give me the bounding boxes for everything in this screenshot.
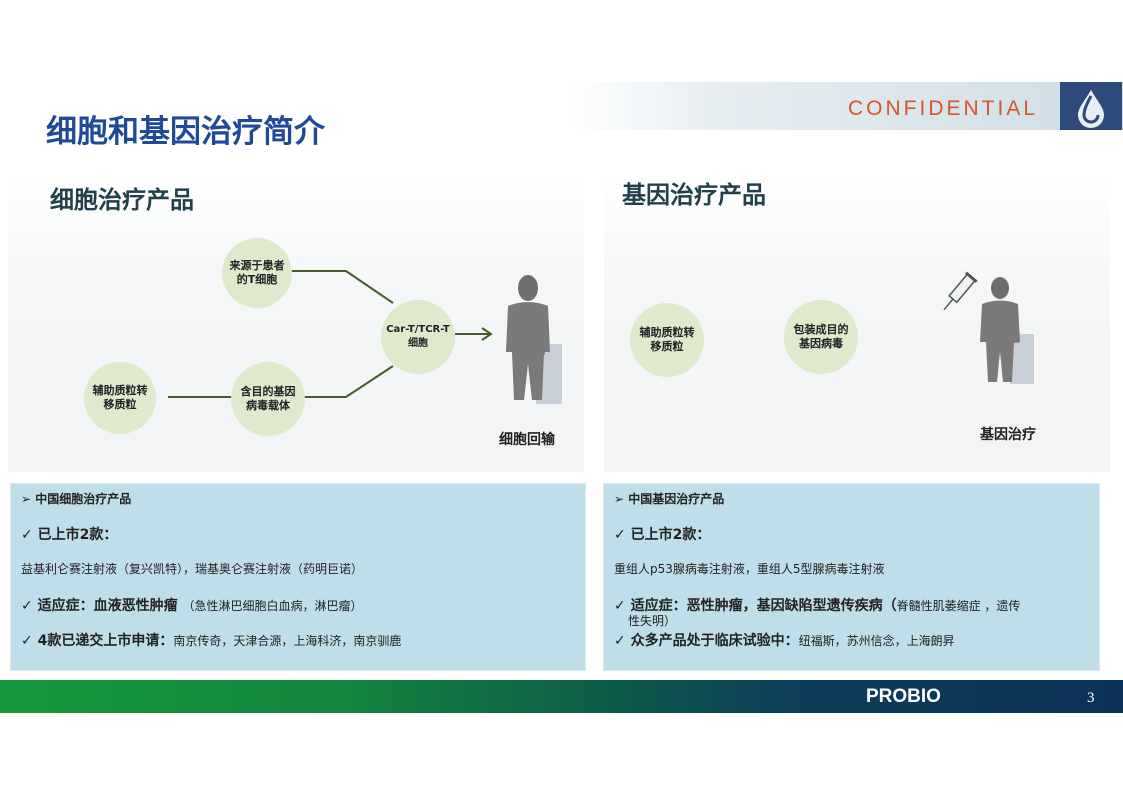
gene-therapy-title: 基因治疗产品 — [622, 181, 766, 209]
check-mark-icon: ✓ — [614, 598, 631, 614]
node-viral-vector: 含目的基因病毒载体 — [231, 362, 305, 436]
cell-indication: ✓ 适应症：血液恶性肿瘤 （急性淋巴细胞白血病，淋巴瘤） — [21, 598, 363, 614]
arrow-head-cart — [481, 327, 493, 341]
gene-person-silhouette-icon — [980, 277, 1034, 384]
node-packaged-virus: 包装成目的基因病毒 — [784, 300, 858, 374]
cell-therapy-title: 细胞治疗产品 — [50, 186, 194, 214]
gene-trials: ✓ 众多产品处于临床试验中：纽福斯，苏州信念，上海朗昇 — [614, 633, 955, 649]
check-mark-icon: ✓ — [614, 633, 631, 649]
cell-info-heading: ➢ 中国细胞治疗产品 — [21, 492, 132, 506]
footer-band — [0, 680, 1123, 713]
person-silhouette-icon — [506, 275, 562, 404]
header-band — [570, 82, 1123, 130]
gene-indication-cont: 性失明） — [628, 614, 677, 628]
brand-logo-text: PROBIO — [866, 686, 941, 707]
node-gene-plasmid: 辅助质粒转移质粒 — [630, 303, 704, 377]
gene-indication: ✓ 适应症：恶性肿瘤，基因缺陷型遗传疾病（脊髓性肌萎缩症 ，遗传 — [614, 598, 1021, 614]
water-drop-icon — [1078, 90, 1104, 128]
check-mark-icon: ✓ — [21, 527, 38, 543]
node-patient-t-cells: 来源于患者的T细胞 — [222, 238, 292, 308]
gene-info-box: ➢ 中国基因治疗产品 ✓ 已上市2款： 重组人p53腺病毒注射液，重组人5型腺病… — [603, 483, 1100, 671]
gene-info-heading: ➢ 中国基因治疗产品 — [614, 492, 725, 506]
triangle-bullet-icon: ➢ — [21, 492, 36, 506]
gene-listed-label: ✓ 已上市2款： — [614, 527, 711, 543]
confidential-label: CONFIDENTIAL — [848, 97, 1039, 120]
cell-submitted: ✓ 4款已递交上市申请：南京传奇，天津合源，上海科济，南京驯鹿 — [21, 633, 402, 649]
syringe-icon — [943, 271, 978, 311]
page-number: 3 — [1087, 690, 1095, 706]
check-mark-icon: ✓ — [614, 527, 631, 543]
cell-listed-label: ✓ 已上市2款： — [21, 527, 118, 543]
triangle-bullet-icon: ➢ — [614, 492, 629, 506]
page-title: 细胞和基因治疗简介 — [46, 114, 325, 150]
check-mark-icon: ✓ — [21, 633, 38, 649]
caption-gene-therapy: 基因治疗 — [980, 427, 1036, 443]
logo-box — [1060, 82, 1122, 130]
connector-vector-to-cart — [303, 365, 394, 398]
cell-info-box: ➢ 中国细胞治疗产品 ✓ 已上市2款： 益基利仑赛注射液（复兴凯特），瑞基奥仑赛… — [10, 483, 586, 671]
connector-patient-to-cart — [291, 270, 394, 304]
gene-listed-products: 重组人p53腺病毒注射液，重组人5型腺病毒注射液 — [614, 562, 885, 576]
caption-cell-infusion: 细胞回输 — [499, 432, 555, 448]
node-helper-plasmid: 辅助质粒转移质粒 — [84, 362, 156, 434]
cell-listed-products: 益基利仑赛注射液（复兴凯特），瑞基奥仑赛注射液（药明巨诺） — [21, 562, 364, 576]
check-mark-icon: ✓ — [21, 598, 38, 614]
